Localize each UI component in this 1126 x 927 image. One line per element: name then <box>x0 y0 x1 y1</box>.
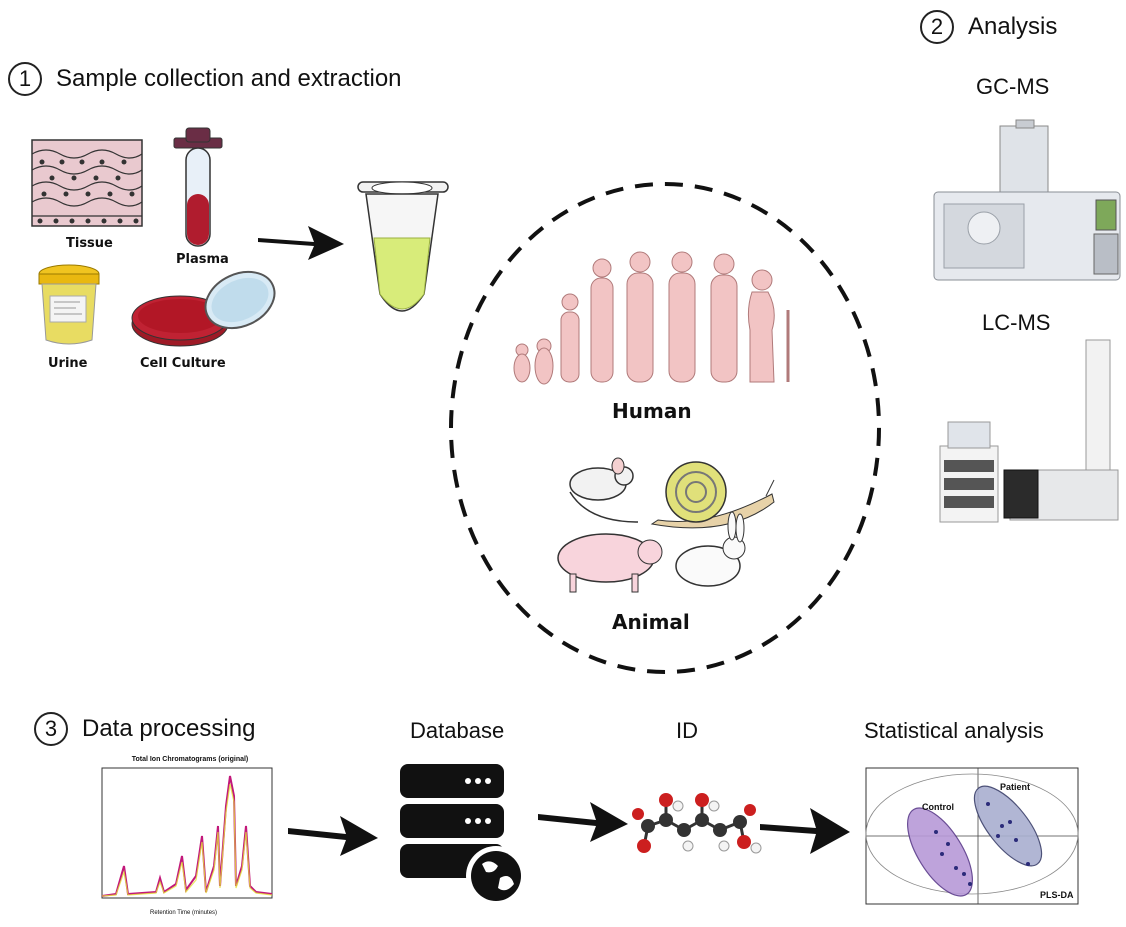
animal-label: Animal <box>612 610 690 634</box>
arrow-to-id-icon <box>538 802 628 842</box>
urine-container-illustration <box>38 264 100 345</box>
tissue-illustration <box>31 139 143 227</box>
extraction-tube-illustration <box>357 181 449 312</box>
step-number-1: 1 <box>8 62 42 96</box>
chromatogram-xlabel: Retention Time (minutes) <box>150 910 218 916</box>
human-figures-illustration <box>513 251 790 385</box>
snail-icon <box>650 461 775 529</box>
mouse-icon <box>569 457 639 523</box>
human-label: Human <box>612 399 692 423</box>
step-3-title: Data processing <box>82 715 256 742</box>
molecule-icon <box>632 793 762 854</box>
arrow-to-extraction-icon <box>258 226 344 260</box>
plasma-tube-illustration <box>173 127 223 247</box>
cell-culture-label: Cell Culture <box>140 356 226 371</box>
gcms-label: GC-MS <box>976 74 1050 99</box>
chromatogram-plot <box>101 767 273 899</box>
tissue-label: Tissue <box>66 236 113 251</box>
gcms-instrument-illustration <box>933 119 1121 281</box>
pig-icon <box>557 533 663 593</box>
cell-culture-illustration <box>131 270 276 347</box>
step-number-2: 2 <box>920 10 954 44</box>
arrow-to-statistics-icon <box>760 808 850 854</box>
step-3-header: 3 Data processing <box>34 712 255 746</box>
urine-label: Urine <box>48 356 88 371</box>
step-1-header: 1 Sample collection and extraction <box>8 62 402 96</box>
organisms-dashed-circle <box>449 182 881 674</box>
plsda-method-label: PLS-DA <box>1040 890 1074 900</box>
lcms-instrument-illustration <box>939 339 1119 523</box>
database-label: Database <box>410 718 505 743</box>
plsda-patient-label: Patient <box>1000 782 1031 792</box>
id-label: ID <box>676 718 698 743</box>
statistical-analysis-label: Statistical analysis <box>864 718 1044 743</box>
step-number-3: 3 <box>34 712 68 746</box>
plsda-control-label: Control <box>922 802 954 812</box>
chromatogram-title: Total Ion Chromatograms (original) <box>131 756 249 763</box>
database-icon <box>400 764 526 906</box>
step-2-header: 2 Analysis <box>920 10 1057 44</box>
plasma-label: Plasma <box>176 252 229 267</box>
arrow-to-database-icon <box>288 816 378 856</box>
animals-illustration <box>557 457 775 593</box>
step-2-title: Analysis <box>968 13 1058 40</box>
plsda-plot <box>865 767 1079 905</box>
rabbit-icon <box>675 511 746 587</box>
lcms-label: LC-MS <box>982 310 1051 335</box>
step-1-title: Sample collection and extraction <box>56 65 402 92</box>
